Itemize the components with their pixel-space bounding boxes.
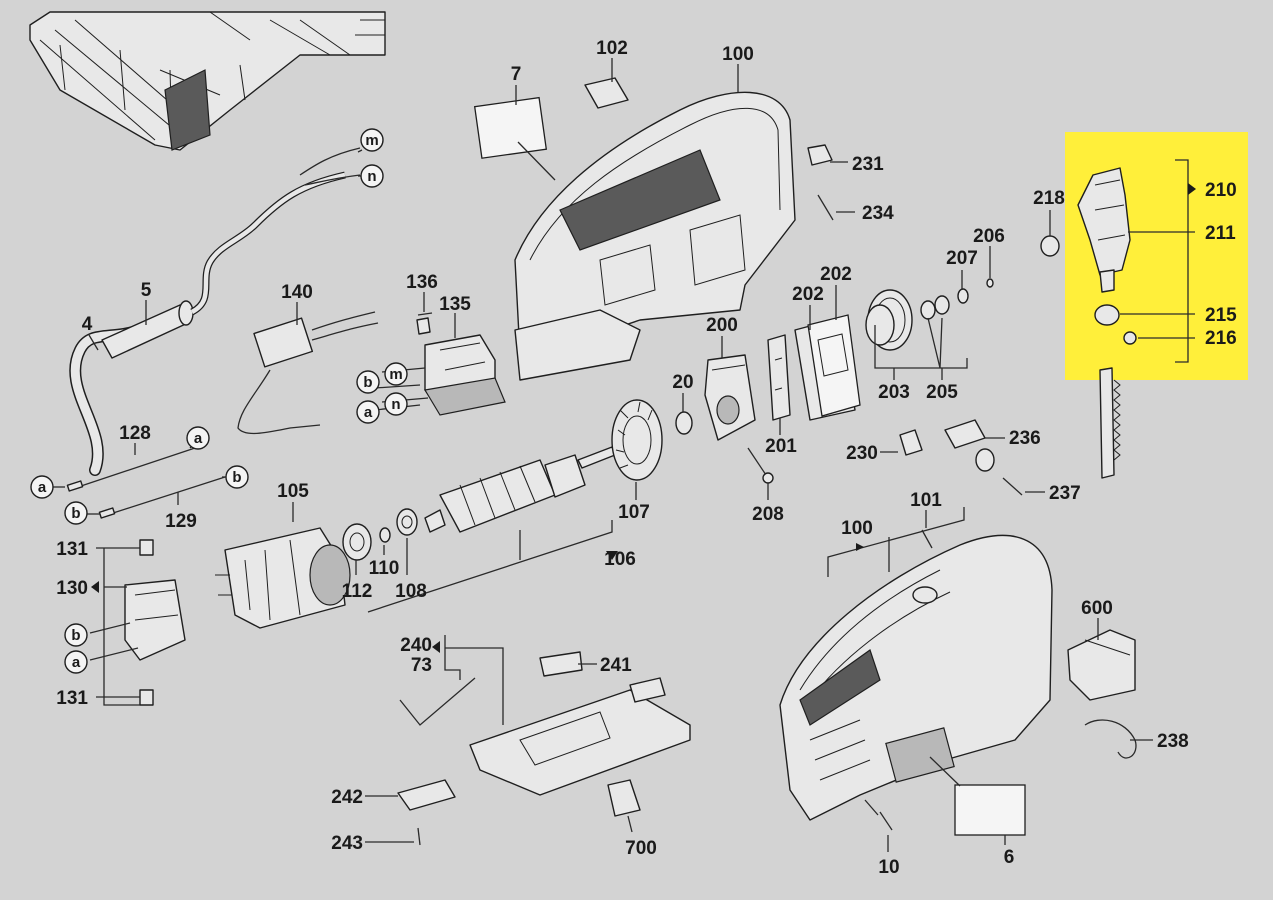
part-label: 216 <box>1205 328 1237 349</box>
plunger-assembly <box>1077 167 1137 345</box>
part-label: 100 <box>722 44 754 65</box>
part-label: 100 <box>841 518 873 539</box>
carrying-case <box>29 11 386 151</box>
part-label: 10 <box>878 857 899 878</box>
part-label: 131 <box>56 539 88 560</box>
bearings <box>342 508 418 561</box>
brush-holder <box>124 539 186 706</box>
part-label: 205 <box>926 382 958 403</box>
part-label: 203 <box>878 382 910 403</box>
part-label: 207 <box>946 248 978 269</box>
part-label: 218 <box>1033 188 1065 209</box>
label-6 <box>954 784 1026 836</box>
part-label: 241 <box>600 655 632 676</box>
part-label: 236 <box>1009 428 1041 449</box>
guide-plates <box>767 314 861 421</box>
part-label: 231 <box>852 154 884 175</box>
part-label: 237 <box>1049 483 1081 504</box>
part-label: 135 <box>439 294 471 315</box>
part-label: 136 <box>406 272 438 293</box>
letter-label: b <box>71 505 80 522</box>
part-label: 240 <box>400 635 432 656</box>
part-label: 140 <box>281 282 313 303</box>
letter-label: a <box>72 654 81 671</box>
label-7 <box>473 96 548 159</box>
part-label: 202 <box>792 284 824 305</box>
part-label: 242 <box>331 787 363 808</box>
part-label: 110 <box>369 558 400 579</box>
housing-bottom <box>779 529 1053 821</box>
part-label: 4 <box>82 314 93 335</box>
part-label: 215 <box>1205 305 1237 326</box>
switch-102 <box>584 77 629 109</box>
switch-assembly <box>416 312 506 416</box>
letter-circles <box>30 128 408 674</box>
part-label: 230 <box>846 443 878 464</box>
letter-label: b <box>71 627 80 644</box>
capacitor <box>237 311 379 435</box>
letter-label: m <box>365 132 378 149</box>
part-label: 234 <box>862 203 894 224</box>
connection-wires <box>66 447 226 519</box>
part-label: 20 <box>672 372 693 393</box>
gear-assembly <box>865 235 1060 351</box>
part-label: 105 <box>277 481 309 502</box>
armature <box>424 399 663 533</box>
base-plate <box>397 651 691 846</box>
part-label: 73 <box>411 655 432 676</box>
letter-label: b <box>363 374 372 391</box>
screw-10 <box>879 811 893 831</box>
part-label: 108 <box>395 581 427 602</box>
part-label: 106 <box>604 549 636 570</box>
part-label: 129 <box>165 511 197 532</box>
part-label: 202 <box>820 264 852 285</box>
part-label: 211 <box>1205 223 1236 244</box>
dust-parts <box>1067 629 1137 759</box>
roller-parts <box>899 419 1023 496</box>
part-label: 102 <box>596 38 628 59</box>
part-label: 208 <box>752 504 784 525</box>
letter-label: a <box>194 430 203 447</box>
letter-label: b <box>232 469 241 486</box>
letter-label: a <box>38 479 47 496</box>
arrow-markers <box>91 183 1196 653</box>
field-stator <box>215 527 351 629</box>
housing-top <box>514 91 796 381</box>
part-label: 6 <box>1004 847 1015 868</box>
part-label: 201 <box>765 436 797 457</box>
part-label: 238 <box>1157 731 1189 752</box>
part-label: 700 <box>625 838 657 859</box>
part-label: 101 <box>910 490 942 511</box>
part-label: 200 <box>706 315 738 336</box>
letter-label: n <box>391 396 400 413</box>
letter-label: n <box>367 168 376 185</box>
letter-label: m <box>389 366 402 383</box>
part-label: 112 <box>342 581 373 602</box>
part-label: 7 <box>511 64 522 85</box>
part-label: 243 <box>331 833 363 854</box>
part-label: 210 <box>1205 180 1237 201</box>
part-label: 5 <box>141 280 152 301</box>
part-label: 128 <box>119 423 151 444</box>
washer <box>675 411 693 435</box>
part-label: 206 <box>973 226 1005 247</box>
saw-blade <box>1099 367 1121 479</box>
part-label: 600 <box>1081 598 1113 619</box>
part-label: 107 <box>618 502 650 523</box>
part-label: 131 <box>56 688 88 709</box>
letter-label: a <box>364 404 373 421</box>
power-cord <box>69 147 361 476</box>
part-label: 130 <box>56 578 88 599</box>
small-parts-top <box>807 144 834 221</box>
gear-housing <box>704 354 756 441</box>
